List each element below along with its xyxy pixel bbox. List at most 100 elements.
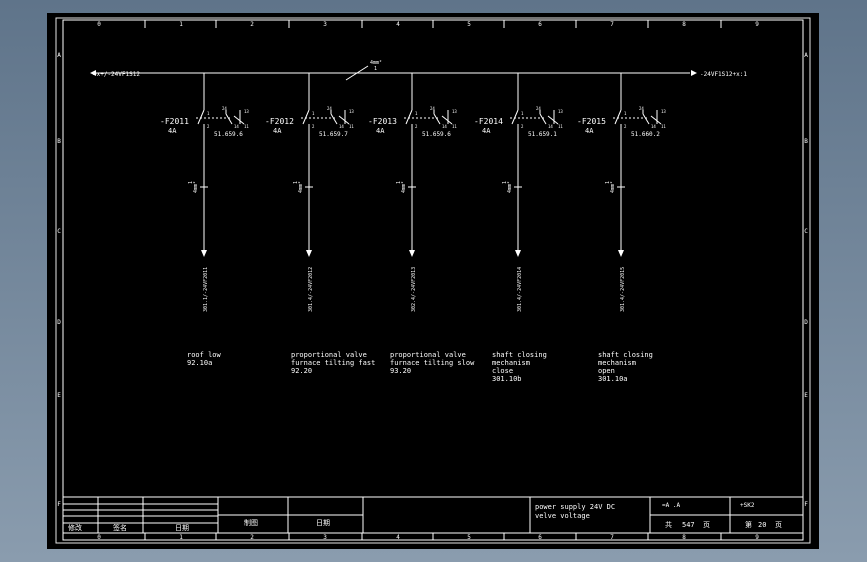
aux-contact-b bbox=[433, 113, 441, 125]
branch-arrow bbox=[306, 250, 312, 257]
branch-description-line: 92.20 bbox=[291, 367, 312, 375]
grid-row-right-5: F bbox=[804, 501, 808, 508]
grid-row-left-4: E bbox=[57, 392, 61, 399]
breaker-id: -F2012 bbox=[265, 117, 294, 126]
bus-arrow-left bbox=[90, 70, 96, 76]
grid-col-bottom-7: 7 bbox=[610, 534, 614, 541]
aux-contact-d bbox=[547, 115, 559, 125]
rev-header-3: 日期 bbox=[175, 524, 189, 532]
cable-tag-2: 1 bbox=[605, 181, 611, 184]
drawing-sheet bbox=[47, 13, 819, 549]
branch-arrow bbox=[515, 250, 521, 257]
grid-col-bottom-2: 2 bbox=[250, 534, 254, 541]
breaker-contact bbox=[614, 109, 622, 125]
terminal-2: 2 bbox=[521, 124, 524, 129]
aux-reference: 51.660.2 bbox=[631, 131, 660, 138]
grid-col-top-5: 5 bbox=[467, 21, 471, 28]
branch-description-line: proportional valve bbox=[390, 351, 466, 359]
breaker-contact bbox=[197, 109, 205, 125]
breaker-contact bbox=[405, 109, 413, 125]
aux-terminal-24: 24 bbox=[222, 106, 227, 111]
grid-col-bottom-1: 1 bbox=[179, 534, 183, 541]
grid-col-bottom-5: 5 bbox=[467, 534, 471, 541]
grid-col-top-8: 8 bbox=[682, 21, 686, 28]
aux-reference: 51.659.1 bbox=[528, 131, 557, 138]
branch-description-line: shaft closing bbox=[598, 351, 653, 359]
aux-terminal-13: 13 bbox=[558, 109, 563, 114]
bus-mid-tag-2: 1 bbox=[374, 66, 377, 72]
breaker-rating: 4A bbox=[376, 127, 385, 135]
grid-col-top-2: 2 bbox=[250, 21, 254, 28]
grid-col-bottom-4: 4 bbox=[396, 534, 400, 541]
breaker-id: -F2015 bbox=[577, 117, 606, 126]
grid-col-bottom-3: 3 bbox=[323, 534, 327, 541]
aux-contact-d bbox=[650, 115, 662, 125]
grid-col-top-7: 7 bbox=[610, 21, 614, 28]
breaker-rating: 4A bbox=[482, 127, 491, 135]
location: +SK2 bbox=[740, 502, 755, 509]
target-reference: 301.4/-24VF2012 bbox=[308, 267, 314, 312]
grid-row-left-2: C bbox=[57, 228, 61, 235]
rev-header-1: 修改 bbox=[68, 523, 82, 532]
aux-terminal-11: 11 bbox=[558, 124, 563, 129]
grid-row-right-3: D bbox=[804, 319, 808, 326]
cable-tag: 4mm² bbox=[610, 181, 616, 193]
total-unit: 页 bbox=[703, 521, 710, 529]
cable-tag-2: 1 bbox=[293, 181, 299, 184]
grid-col-bottom-6: 6 bbox=[538, 534, 542, 541]
target-reference: 301.4/-24VF2015 bbox=[620, 267, 626, 312]
aux-terminal-11: 11 bbox=[452, 124, 457, 129]
branch-description-line: close bbox=[492, 367, 513, 375]
aux-terminal-24: 24 bbox=[536, 106, 541, 111]
title-desc-2: velve voltage bbox=[535, 512, 590, 520]
aux-terminal-13: 13 bbox=[244, 109, 249, 114]
grid-row-right-0: A bbox=[804, 52, 808, 59]
grid-row-left-5: F bbox=[57, 501, 61, 508]
breaker-id: -F2013 bbox=[368, 117, 397, 126]
terminal-2: 2 bbox=[312, 124, 315, 129]
branch-description-line: shaft closing bbox=[492, 351, 547, 359]
cable-tag: 4mm² bbox=[298, 181, 304, 193]
drawn-label: 制图 bbox=[244, 518, 258, 527]
aux-terminal-13: 13 bbox=[661, 109, 666, 114]
terminal-2: 2 bbox=[624, 124, 627, 129]
aux-contact-b bbox=[539, 113, 547, 125]
total-label: 共 bbox=[665, 520, 672, 529]
aux-terminal-24: 24 bbox=[639, 106, 644, 111]
branch-arrow bbox=[201, 250, 207, 257]
aux-terminal-13: 13 bbox=[452, 109, 457, 114]
branch-description-line: 301.10a bbox=[598, 375, 628, 383]
branch-arrow bbox=[409, 250, 415, 257]
target-reference: 301.1/-24VF2011 bbox=[203, 267, 209, 312]
bus-left-label: =x+/-24VF1S12 bbox=[93, 71, 140, 78]
sheet-value: 20 bbox=[758, 521, 766, 529]
terminal-1: 1 bbox=[624, 111, 627, 116]
bus-arrow-right bbox=[691, 70, 697, 76]
grid-col-top-6: 6 bbox=[538, 21, 542, 28]
terminal-1: 1 bbox=[415, 111, 418, 116]
grid-row-left-3: D bbox=[57, 319, 61, 326]
aux-terminal-14: 14 bbox=[339, 124, 344, 129]
aux-reference: 51.659.7 bbox=[319, 131, 348, 138]
aux-contact-d bbox=[338, 115, 350, 125]
cable-tag: 4mm² bbox=[193, 181, 199, 193]
cable-tag: 4mm² bbox=[401, 181, 407, 193]
title-block bbox=[63, 496, 803, 534]
title-desc-1: power supply 24V DC bbox=[535, 503, 615, 511]
terminal-1: 1 bbox=[521, 111, 524, 116]
sheet-border-outer bbox=[55, 17, 811, 544]
breaker-id: -F2011 bbox=[160, 117, 189, 126]
grid-col-top-9: 9 bbox=[755, 21, 759, 28]
designation: =A .A bbox=[662, 502, 680, 509]
branch-description-line: 92.10a bbox=[187, 359, 212, 367]
aux-terminal-14: 14 bbox=[442, 124, 447, 129]
aux-contact-d bbox=[233, 115, 245, 125]
